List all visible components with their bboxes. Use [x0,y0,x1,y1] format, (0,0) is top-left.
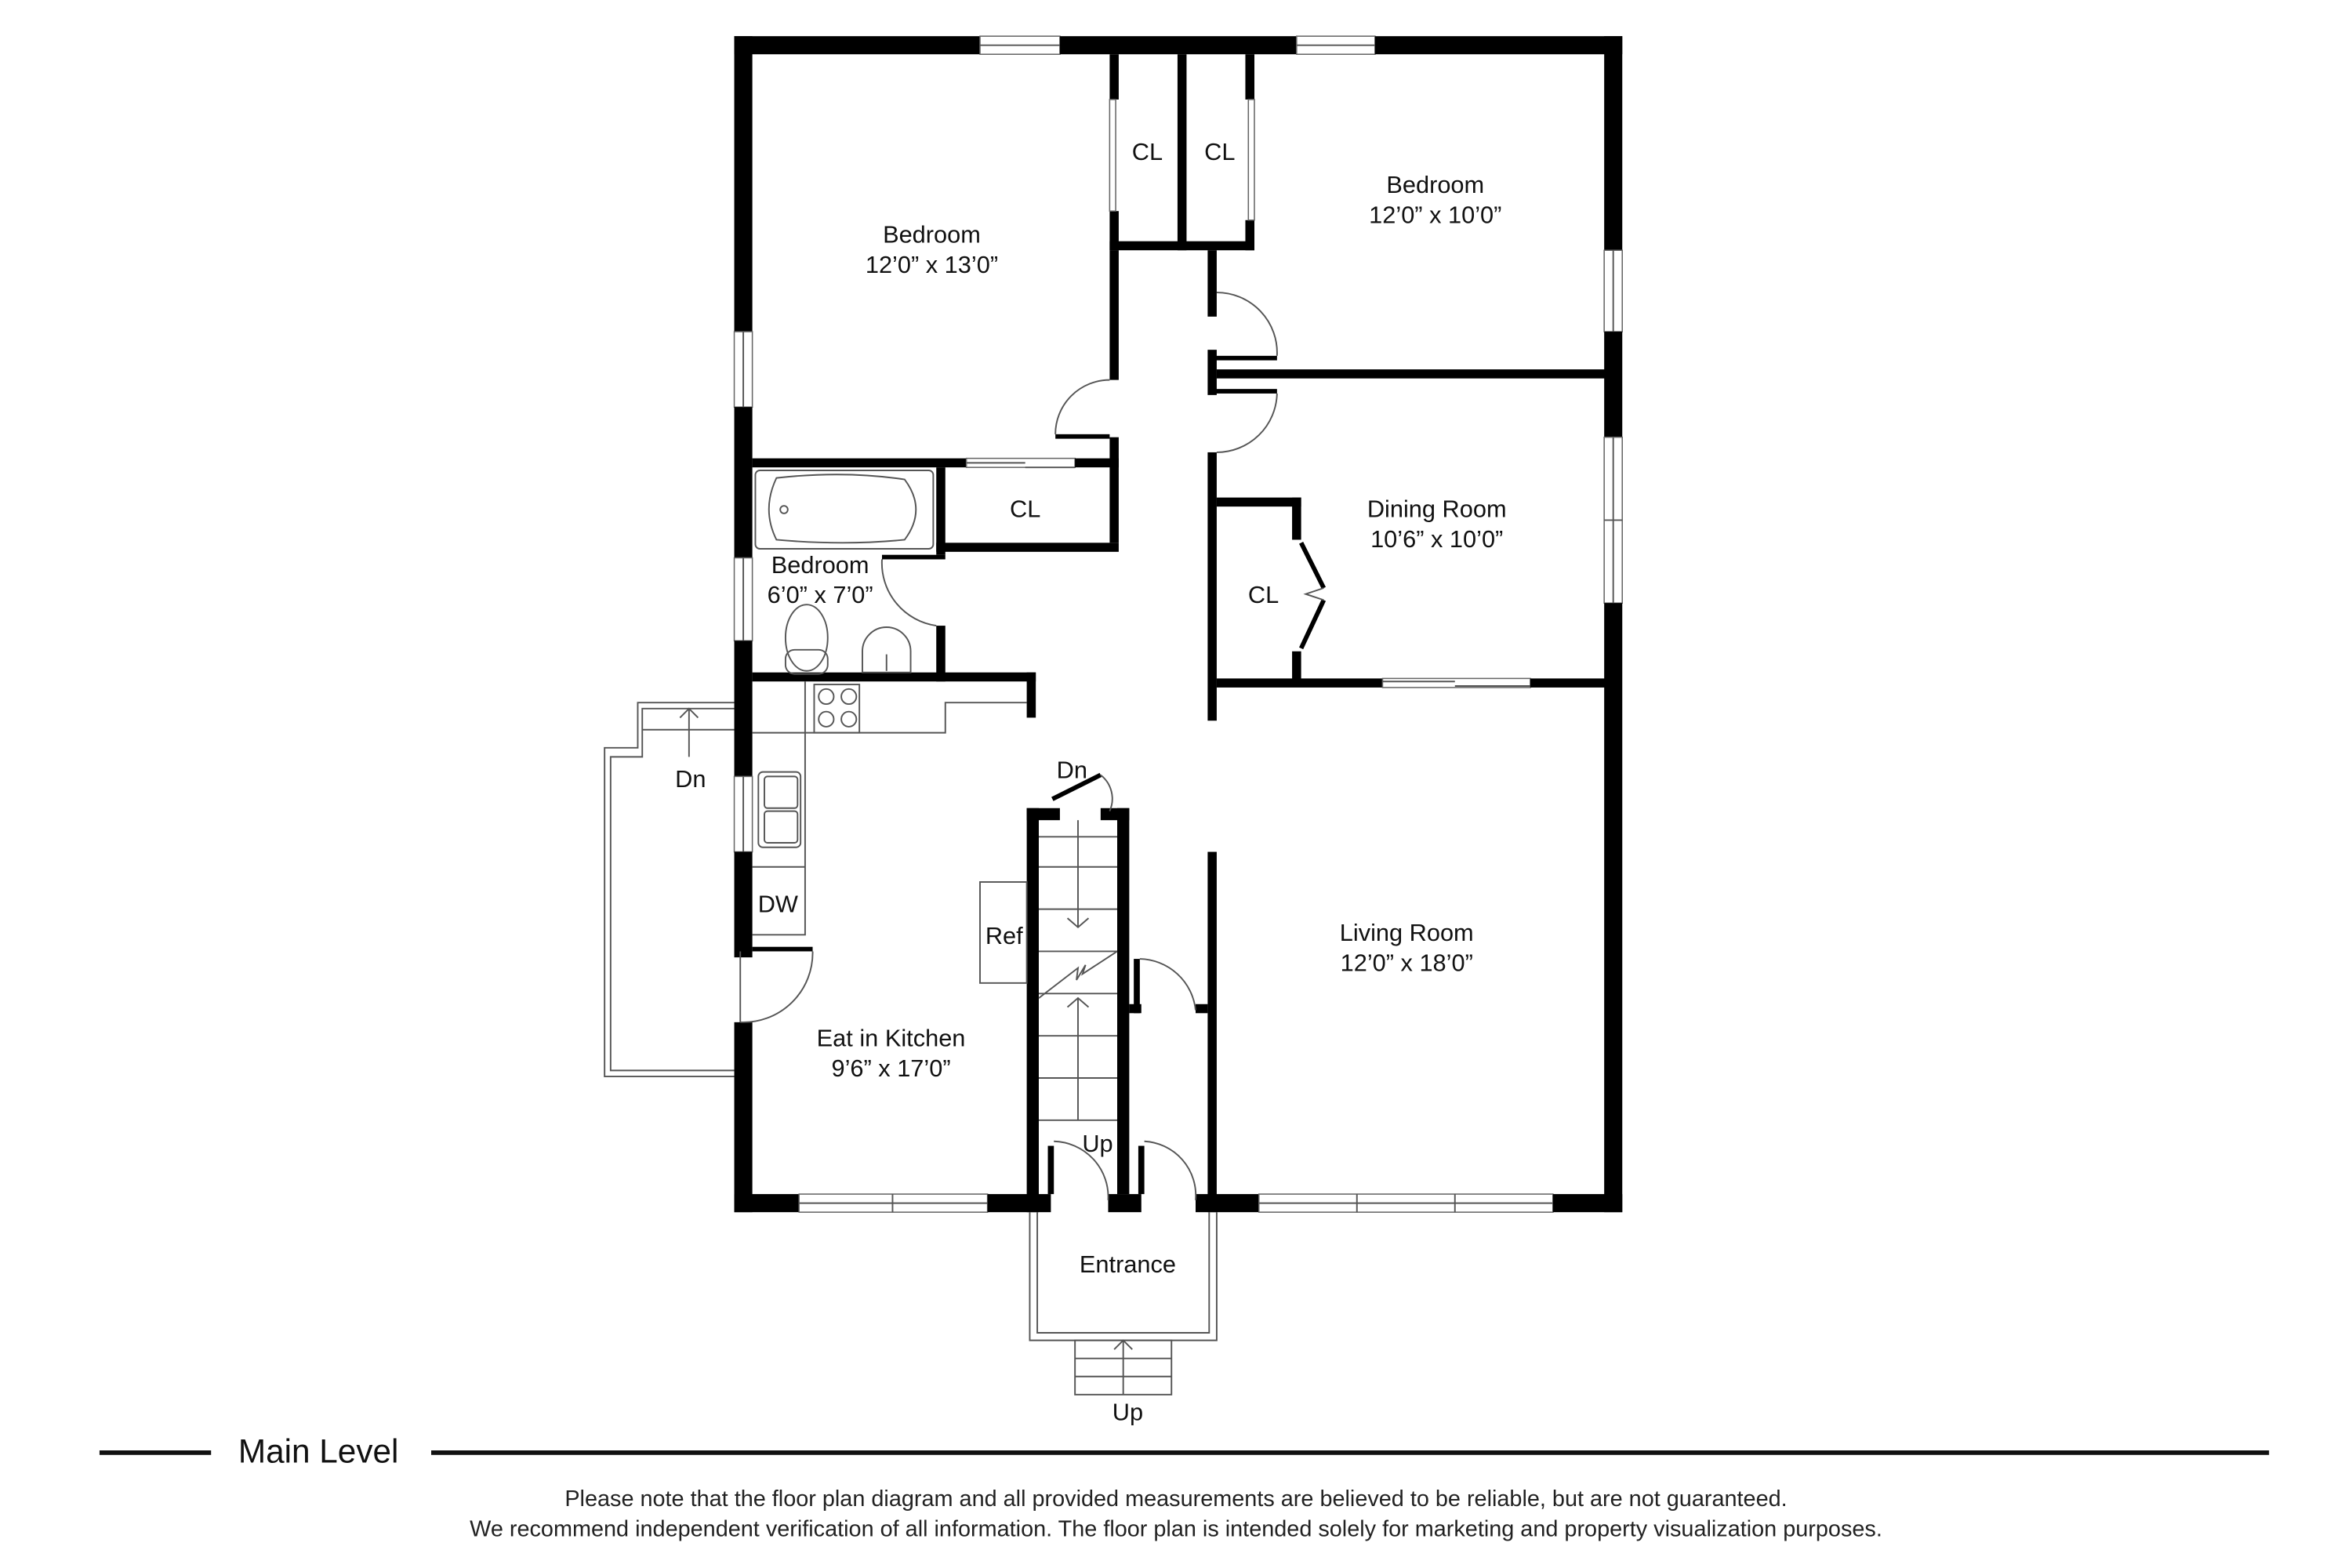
room-size-living: 12’0” x 18’0” [1341,949,1473,976]
room-name-living: Living Room [1340,919,1474,946]
closet-label: CL [1132,138,1163,165]
doors [739,292,1327,1200]
room-name-dining: Dining Room [1367,495,1507,523]
closet-label: CL [1248,581,1279,608]
room-size-bath: 6’0” x 7’0” [768,581,873,608]
sink-icon [757,771,802,848]
room-name-kitchen: Eat in Kitchen [817,1025,966,1052]
kitchen-fixtures [752,681,1028,984]
stairs-up-label: Up [1082,1130,1112,1157]
room-size-bedroom-nw: 12’0” x 13’0” [866,251,998,278]
room-size-bedroom-ne: 12’0” x 10’0” [1369,201,1501,229]
level-title-bar: Main Level [99,1432,2270,1469]
room-labels: Bedroom 12’0” x 13’0” Bedroom 12’0” x 10… [675,138,1506,1426]
refrigerator-icon [979,881,1028,984]
disclaimer: Please note that the floor plan diagram … [470,1486,1882,1541]
room-name-bath: Bedroom [771,551,869,579]
closet-label: CL [1204,138,1235,165]
room-size-kitchen: 9’6” x 17’0” [831,1054,950,1082]
room-name-entrance: Entrance [1080,1250,1176,1278]
room-name-bedroom-ne: Bedroom [1386,171,1484,198]
sink-icon [862,626,912,673]
closet-label: CL [1010,495,1040,523]
room-size-dining: 10’6” x 10’0” [1370,525,1503,553]
disclaimer-line-2: We recommend independent verification of… [470,1517,1882,1542]
room-name-bedroom-nw: Bedroom [883,221,981,249]
dishwasher-label: DW [758,890,798,917]
deck-stairs-down-label: Dn [675,765,706,793]
entrance-stairs-up-label: Up [1112,1399,1143,1426]
bath-fixtures [754,470,935,675]
refrigerator-label: Ref [985,922,1023,949]
title-rule-left [99,1450,212,1455]
exterior-walls [733,35,1623,1213]
stove-icon [813,684,861,734]
title-rule-right [431,1450,2270,1455]
stairs-down-label: Dn [1057,756,1087,783]
disclaimer-line-1: Please note that the floor plan diagram … [564,1486,1787,1512]
interior-staircase [1038,820,1118,1121]
interior-walls [752,54,1610,1213]
bathtub-icon [768,474,917,544]
deck [604,702,735,1078]
entrance-stoop [1029,1212,1218,1396]
toilet-icon [784,604,829,672]
level-title: Main Level [238,1432,399,1469]
